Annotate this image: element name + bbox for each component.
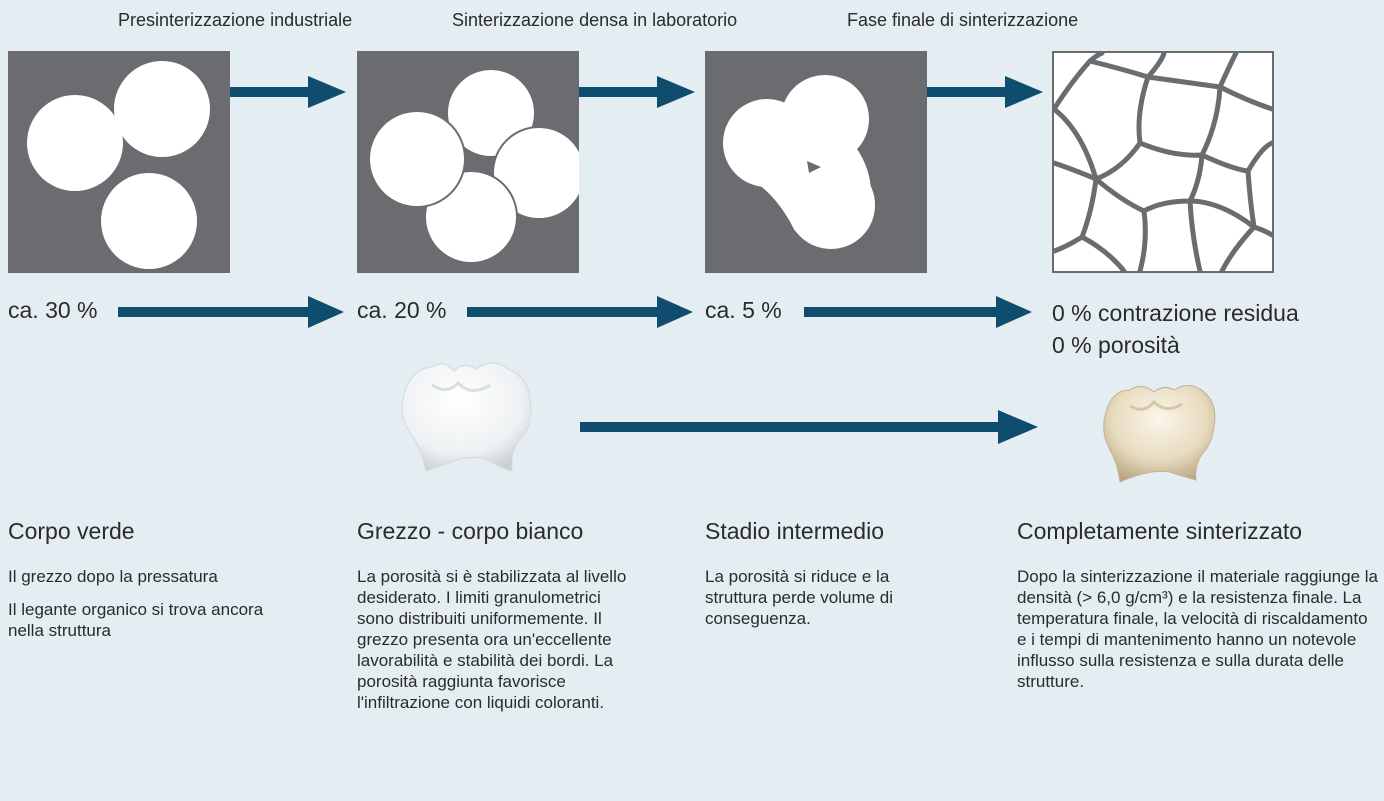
particle: [101, 173, 197, 269]
stage-title-dense-sintering: Sinterizzazione densa in laboratorio: [452, 10, 738, 30]
pore: [807, 161, 821, 173]
white-body-tooth-image: [401, 362, 532, 472]
residual-shrinkage: 0 % contrazione residua: [1052, 300, 1299, 326]
microstructure-white-body: [357, 51, 579, 273]
shrinkage-arrow-1: [118, 296, 344, 328]
shrinkage-arrow-3: [804, 296, 1032, 328]
description-intermediate: La porosità si riduce e la struttura per…: [705, 566, 955, 641]
description-white-body: La porosità si è stabilizzata al livello…: [357, 566, 642, 725]
tooth-transition-arrow: [580, 410, 1038, 444]
description-paragraph: Il grezzo dopo la pressatura: [8, 567, 218, 586]
microstructure-intermediate: [705, 51, 927, 273]
description-paragraph: Il legante organico si trova ancora nell…: [8, 600, 264, 640]
final-result: 0 % contrazione residua 0 % porosità: [1052, 297, 1299, 361]
particle: [114, 61, 210, 157]
microstructure-green-body: [8, 51, 230, 273]
residual-porosity: 0 % porosità: [1052, 332, 1180, 358]
particle: [368, 110, 466, 208]
microstructure-fully-sintered: [1052, 51, 1274, 273]
process-arrow-3: [927, 76, 1043, 108]
heading-white-body: Grezzo - corpo bianco: [357, 518, 584, 544]
heading-intermediate: Stadio intermedio: [705, 518, 884, 544]
description-paragraph: La porosità si è stabilizzata al livello…: [357, 567, 627, 712]
description-paragraph: Dopo la sinterizzazione il materiale rag…: [1017, 567, 1378, 691]
description-fully-sintered: Dopo la sinterizzazione il materiale rag…: [1017, 566, 1379, 704]
stage-title-final-sintering: Fase finale di sinterizzazione: [847, 10, 1079, 30]
stage-title-presintering: Presinterizzazione industriale: [118, 10, 353, 30]
particle: [492, 126, 579, 220]
sintered-tooth-image: [1103, 385, 1216, 483]
heading-green-body: Corpo verde: [8, 518, 135, 544]
description-paragraph: La porosità si riduce e la struttura per…: [705, 567, 894, 628]
particle: [27, 95, 123, 191]
description-green-body: Il grezzo dopo la pressatura Il legante …: [8, 566, 308, 653]
shrinkage-5: ca. 5 %: [705, 297, 782, 323]
shrinkage-arrow-2: [467, 296, 693, 328]
shrinkage-20: ca. 20 %: [357, 297, 447, 323]
process-arrow-2: [579, 76, 695, 108]
heading-fully-sintered: Completamente sinterizzato: [1017, 518, 1303, 544]
shrinkage-30: ca. 30 %: [8, 297, 98, 323]
process-arrow-1: [230, 76, 346, 108]
